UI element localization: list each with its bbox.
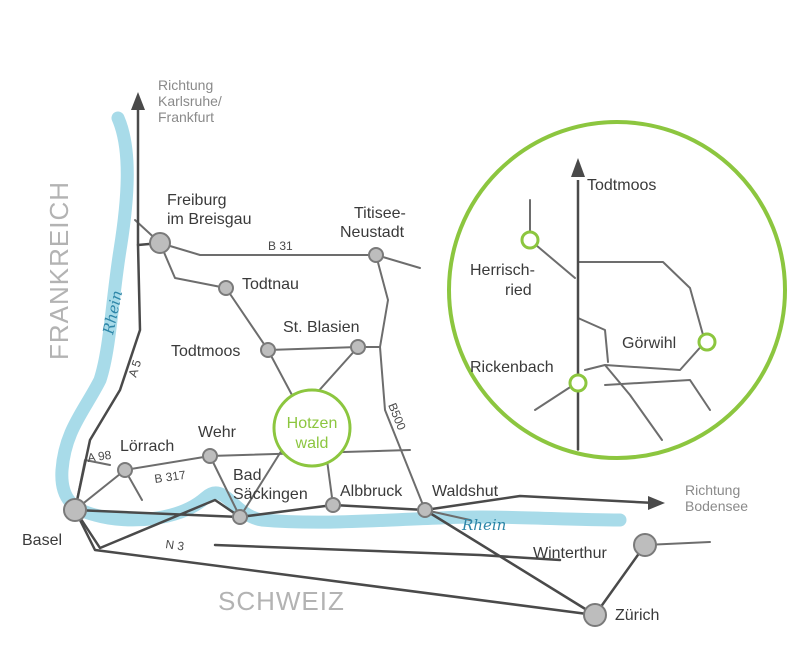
road-stblasien-hotzenwald	[314, 346, 359, 396]
node-zuerich	[583, 603, 607, 627]
country-label-france: FRANKREICH	[44, 181, 74, 360]
node-bad-saeckingen	[232, 509, 248, 525]
city-label-bad-saeckingen-1: Bad	[233, 467, 261, 484]
road-label-n3: N 3	[165, 537, 186, 554]
inset-node-herrischried	[520, 230, 540, 250]
inset-node-goerwihl	[697, 332, 717, 352]
city-label-todtmoos: Todtmoos	[171, 343, 240, 360]
highway-a5	[73, 98, 142, 512]
arrow-east-icon	[648, 496, 665, 510]
town-nodes	[63, 232, 657, 627]
highway-n3	[73, 508, 597, 617]
city-label-waldshut: Waldshut	[432, 483, 499, 500]
city-label-titisee-2: Neustadt	[340, 224, 405, 241]
highway-basel-south	[73, 498, 242, 550]
road-label-b31: B 31	[268, 239, 293, 253]
highway-basel-waldshut-south	[213, 543, 562, 562]
node-titisee	[368, 247, 384, 263]
city-label-zuerich: Zürich	[615, 607, 659, 624]
country-label-switzerland: SCHWEIZ	[218, 586, 345, 616]
inset-label-todtmoos: Todtmoos	[587, 177, 656, 194]
node-basel	[63, 498, 87, 522]
node-todtnau	[218, 280, 234, 296]
node-wehr	[202, 448, 218, 464]
inset-label-rickenbach: Rickenbach	[470, 359, 554, 376]
city-label-bad-saeckingen-2: Säckingen	[233, 486, 308, 503]
inset-label-herrischried-2: ried	[505, 282, 532, 299]
road-label-b317: B 317	[153, 468, 186, 486]
city-label-todtnau: Todtnau	[242, 276, 299, 293]
city-label-freiburg-2: im Breisgau	[167, 211, 251, 228]
city-label-st-blasien: St. Blasien	[283, 319, 359, 336]
inset-road-g	[604, 379, 711, 411]
inset-road-a	[577, 261, 706, 343]
inset-nodes	[520, 230, 717, 393]
highway-waldshut-zurich	[423, 508, 597, 617]
direction-north-2: Karlsruhe/	[158, 93, 222, 109]
city-label-freiburg-1: Freiburg	[167, 192, 227, 209]
road-wehr-saeckingen	[209, 455, 241, 518]
direction-east-2: Bodensee	[685, 498, 748, 514]
direction-east-1: Richtung	[685, 482, 740, 498]
hotzenwald-label-1: Hotzen	[287, 415, 338, 432]
road-freiburg-todtnau	[159, 242, 227, 289]
node-albbruck	[325, 497, 341, 513]
highway-zurich-winterthur	[593, 543, 647, 617]
river-label-horizontal: Rhein	[461, 516, 506, 534]
inset-label-goerwihl: Görwihl	[622, 335, 676, 352]
road-label-b500: B500	[385, 401, 409, 433]
inset-map: Todtmoos Herrisch- ried Görwihl Rickenba…	[447, 120, 787, 460]
city-label-loerrach: Lörrach	[120, 438, 174, 455]
road-hotzenwald-saeckingen	[239, 444, 286, 518]
rhine-river	[55, 111, 627, 529]
highway-network	[73, 98, 657, 617]
road-todtmoos-hotzenwald	[267, 349, 293, 396]
city-label-winterthur: Winterthur	[533, 545, 607, 562]
inset-road-e	[584, 341, 706, 371]
inset-road-b	[577, 317, 609, 363]
direction-north-3: Frankfurt	[158, 109, 214, 125]
node-freiburg	[149, 232, 171, 254]
direction-north-1: Richtung	[158, 77, 213, 93]
road-titisee-b500	[375, 254, 426, 511]
arrow-north-icon	[131, 92, 145, 110]
city-label-basel: Basel	[22, 532, 62, 549]
road-label-a5: A 5	[126, 358, 145, 379]
node-st-blasien	[350, 339, 366, 355]
node-todtmoos	[260, 342, 276, 358]
node-waldshut	[417, 502, 433, 518]
inset-node-rickenbach	[568, 373, 588, 393]
road-b31	[159, 242, 421, 269]
inset-road-f	[604, 364, 663, 441]
inset-frame	[447, 120, 787, 460]
city-label-titisee-1: Titisee-	[354, 205, 406, 222]
road-label-a98: A 98	[86, 448, 112, 465]
hotzenwald-circle	[272, 388, 352, 468]
inset-label-herrischried-1: Herrisch-	[470, 262, 535, 279]
city-label-wehr: Wehr	[198, 424, 237, 441]
highway-rhine-corridor	[73, 494, 657, 519]
road-loerrach-wehr	[124, 455, 211, 471]
hotzenwald-label-2: wald	[295, 435, 329, 452]
road-todtnau-todtmoos	[225, 287, 269, 351]
city-label-albbruck: Albbruck	[340, 483, 403, 500]
river-label-vertical: Rhein	[99, 289, 126, 337]
node-loerrach	[117, 462, 133, 478]
node-winterthur	[633, 533, 657, 557]
inset-arrow-icon	[571, 158, 585, 177]
